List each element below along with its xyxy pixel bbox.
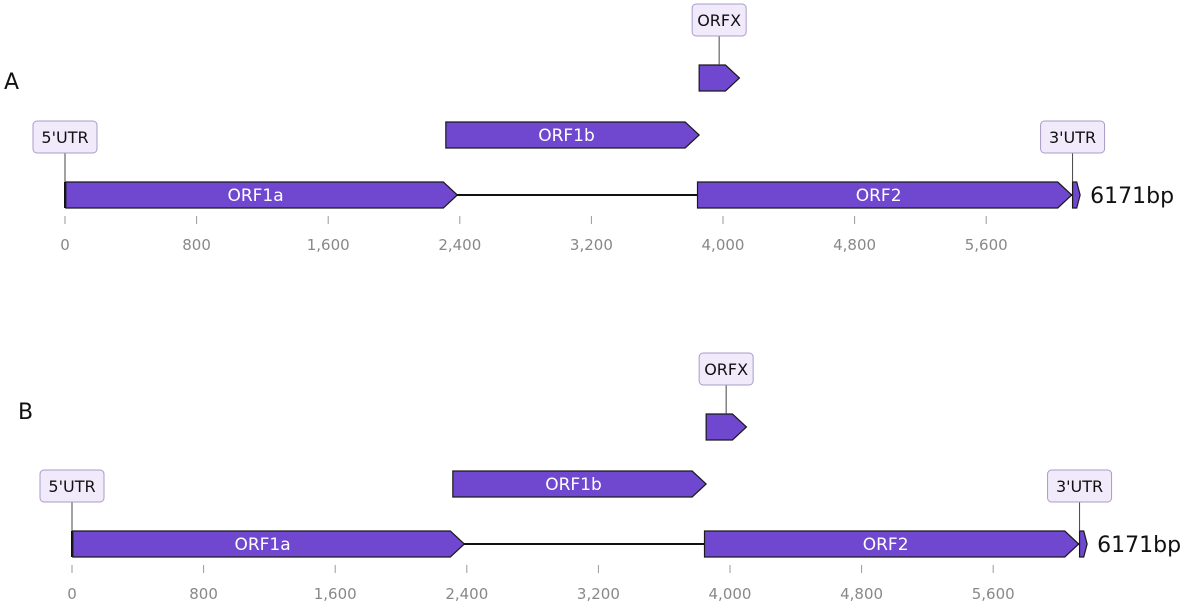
tick-label: 5,600	[965, 236, 1008, 254]
feature-orf1a[interactable]	[72, 530, 466, 558]
tick-label: 1,600	[314, 585, 357, 603]
tick-label: 4,800	[840, 585, 883, 603]
tick-label: 2,400	[445, 585, 488, 603]
tick-label: 1,600	[307, 236, 350, 254]
sites.0.label-box	[32, 120, 98, 154]
panel-a: A 0 800 1,600 2,400 3,200 4,000 4,800 5,600 ORF1a…	[4, 3, 1174, 254]
feature-orf2[interactable]	[696, 181, 1073, 209]
sites.1.label-text: 3'UTR	[1056, 477, 1103, 496]
tick-label: 800	[189, 585, 218, 603]
tick-label: 0	[67, 585, 77, 603]
features.4.callout-box	[698, 352, 754, 386]
feature-orf1b[interactable]	[452, 470, 708, 498]
sites.1.label-text: 3'UTR	[1049, 128, 1096, 147]
feature-orf1b-label: ORF1b	[538, 126, 595, 146]
feature-orf1a-label: ORF1a	[234, 535, 290, 555]
panel-b: B 0 800 1,600 2,400 3,200 4,000 4,800 5,600 ORF1a…	[18, 352, 1181, 603]
feature-3utr-segment[interactable]	[1071, 181, 1081, 209]
tick-label: 4,800	[833, 236, 876, 254]
sequence-length-label: 6171bp	[1097, 533, 1181, 558]
feature-orfx[interactable]	[698, 64, 741, 92]
sites.0.label-text: 5'UTR	[48, 477, 95, 496]
panel-letter: B	[18, 400, 33, 425]
feature-orfx[interactable]	[705, 413, 748, 441]
feature-orf1b[interactable]	[445, 121, 701, 149]
sites.0.label-box	[39, 469, 105, 503]
feature-orf1a[interactable]	[65, 181, 459, 209]
feature-orf1b-label: ORF1b	[545, 475, 602, 495]
tick-label: 3,200	[570, 236, 613, 254]
feature-orf2[interactable]	[703, 530, 1080, 558]
feature-orf2-label: ORF2	[863, 535, 909, 555]
tick-label: 0	[60, 236, 70, 254]
feature-3utr-segment[interactable]	[1078, 530, 1088, 558]
tick-label: 4,000	[709, 585, 752, 603]
sites.1.label-box	[1040, 120, 1106, 154]
tick-label: 3,200	[577, 585, 620, 603]
sites.1.label-box	[1047, 469, 1113, 503]
tick-label: 4,000	[702, 236, 745, 254]
tick-label: 2,400	[438, 236, 481, 254]
tick-label: 800	[182, 236, 211, 254]
features.4.callout-box	[691, 3, 747, 37]
feature-orf1a-label: ORF1a	[227, 186, 283, 206]
tick-label: 5,600	[972, 585, 1015, 603]
feature-orf2-label: ORF2	[856, 186, 902, 206]
sites.0.label-text: 5'UTR	[41, 128, 88, 147]
sequence-length-label: 6171bp	[1090, 184, 1174, 209]
panel-letter: A	[4, 70, 19, 95]
features.4.callout-text: ORFX	[704, 360, 748, 379]
features.4.callout-text: ORFX	[697, 11, 741, 30]
